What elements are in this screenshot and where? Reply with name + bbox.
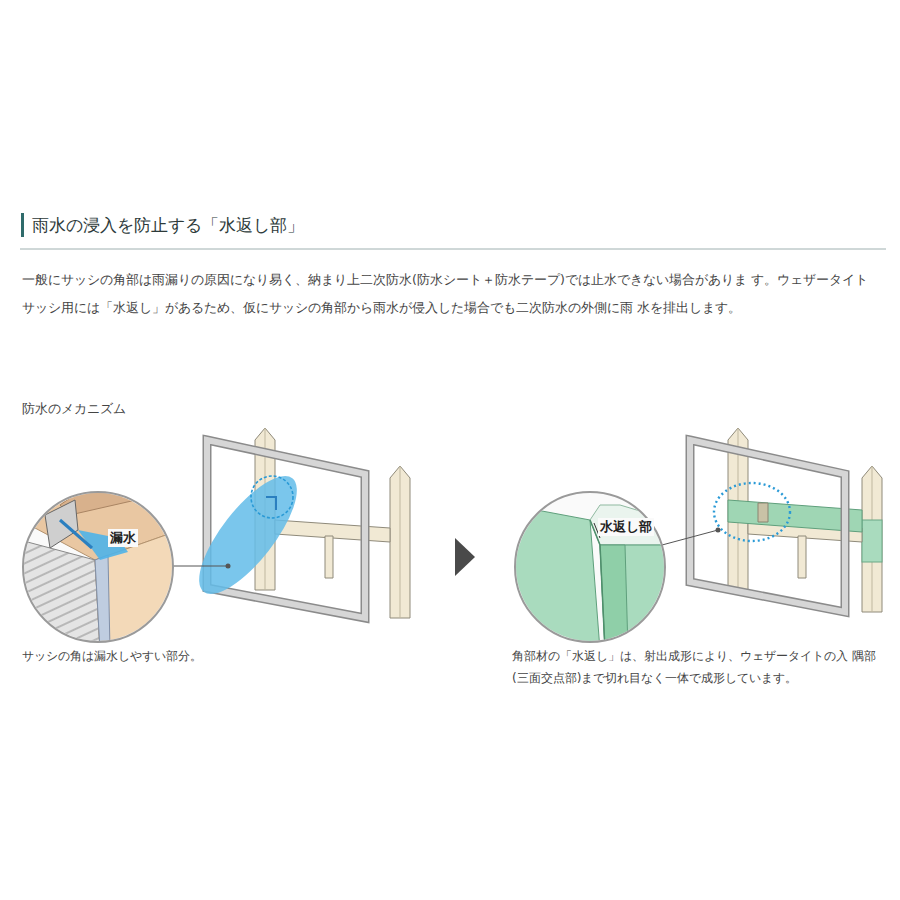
arrow-triangle: [455, 538, 475, 576]
heading: 雨水の浸入を防止する「水返し部」: [32, 212, 304, 238]
figure-caption: サッシの角は漏水しやすい部分。: [22, 645, 202, 667]
callout-label: 漏水: [108, 529, 138, 547]
callout-label: 水返し部: [598, 518, 654, 536]
left-zoom: [20, 470, 180, 650]
figure-caption: 角部材の「水返し」は、射出成形により、ウェザータイトの入 隅部(三面交点部)まで…: [512, 645, 890, 689]
section-label: 防水のメカニズム: [22, 400, 126, 418]
intro-paragraph: 一般にサッシの角部は雨漏りの原因になり易く、納まり上二次防水(防水シート＋防水テ…: [22, 266, 882, 322]
heading-rule: [20, 249, 886, 250]
right-window: [662, 428, 882, 612]
right-zoom: [510, 492, 670, 650]
left-window: [172, 428, 410, 618]
heading-bar: [21, 213, 24, 237]
